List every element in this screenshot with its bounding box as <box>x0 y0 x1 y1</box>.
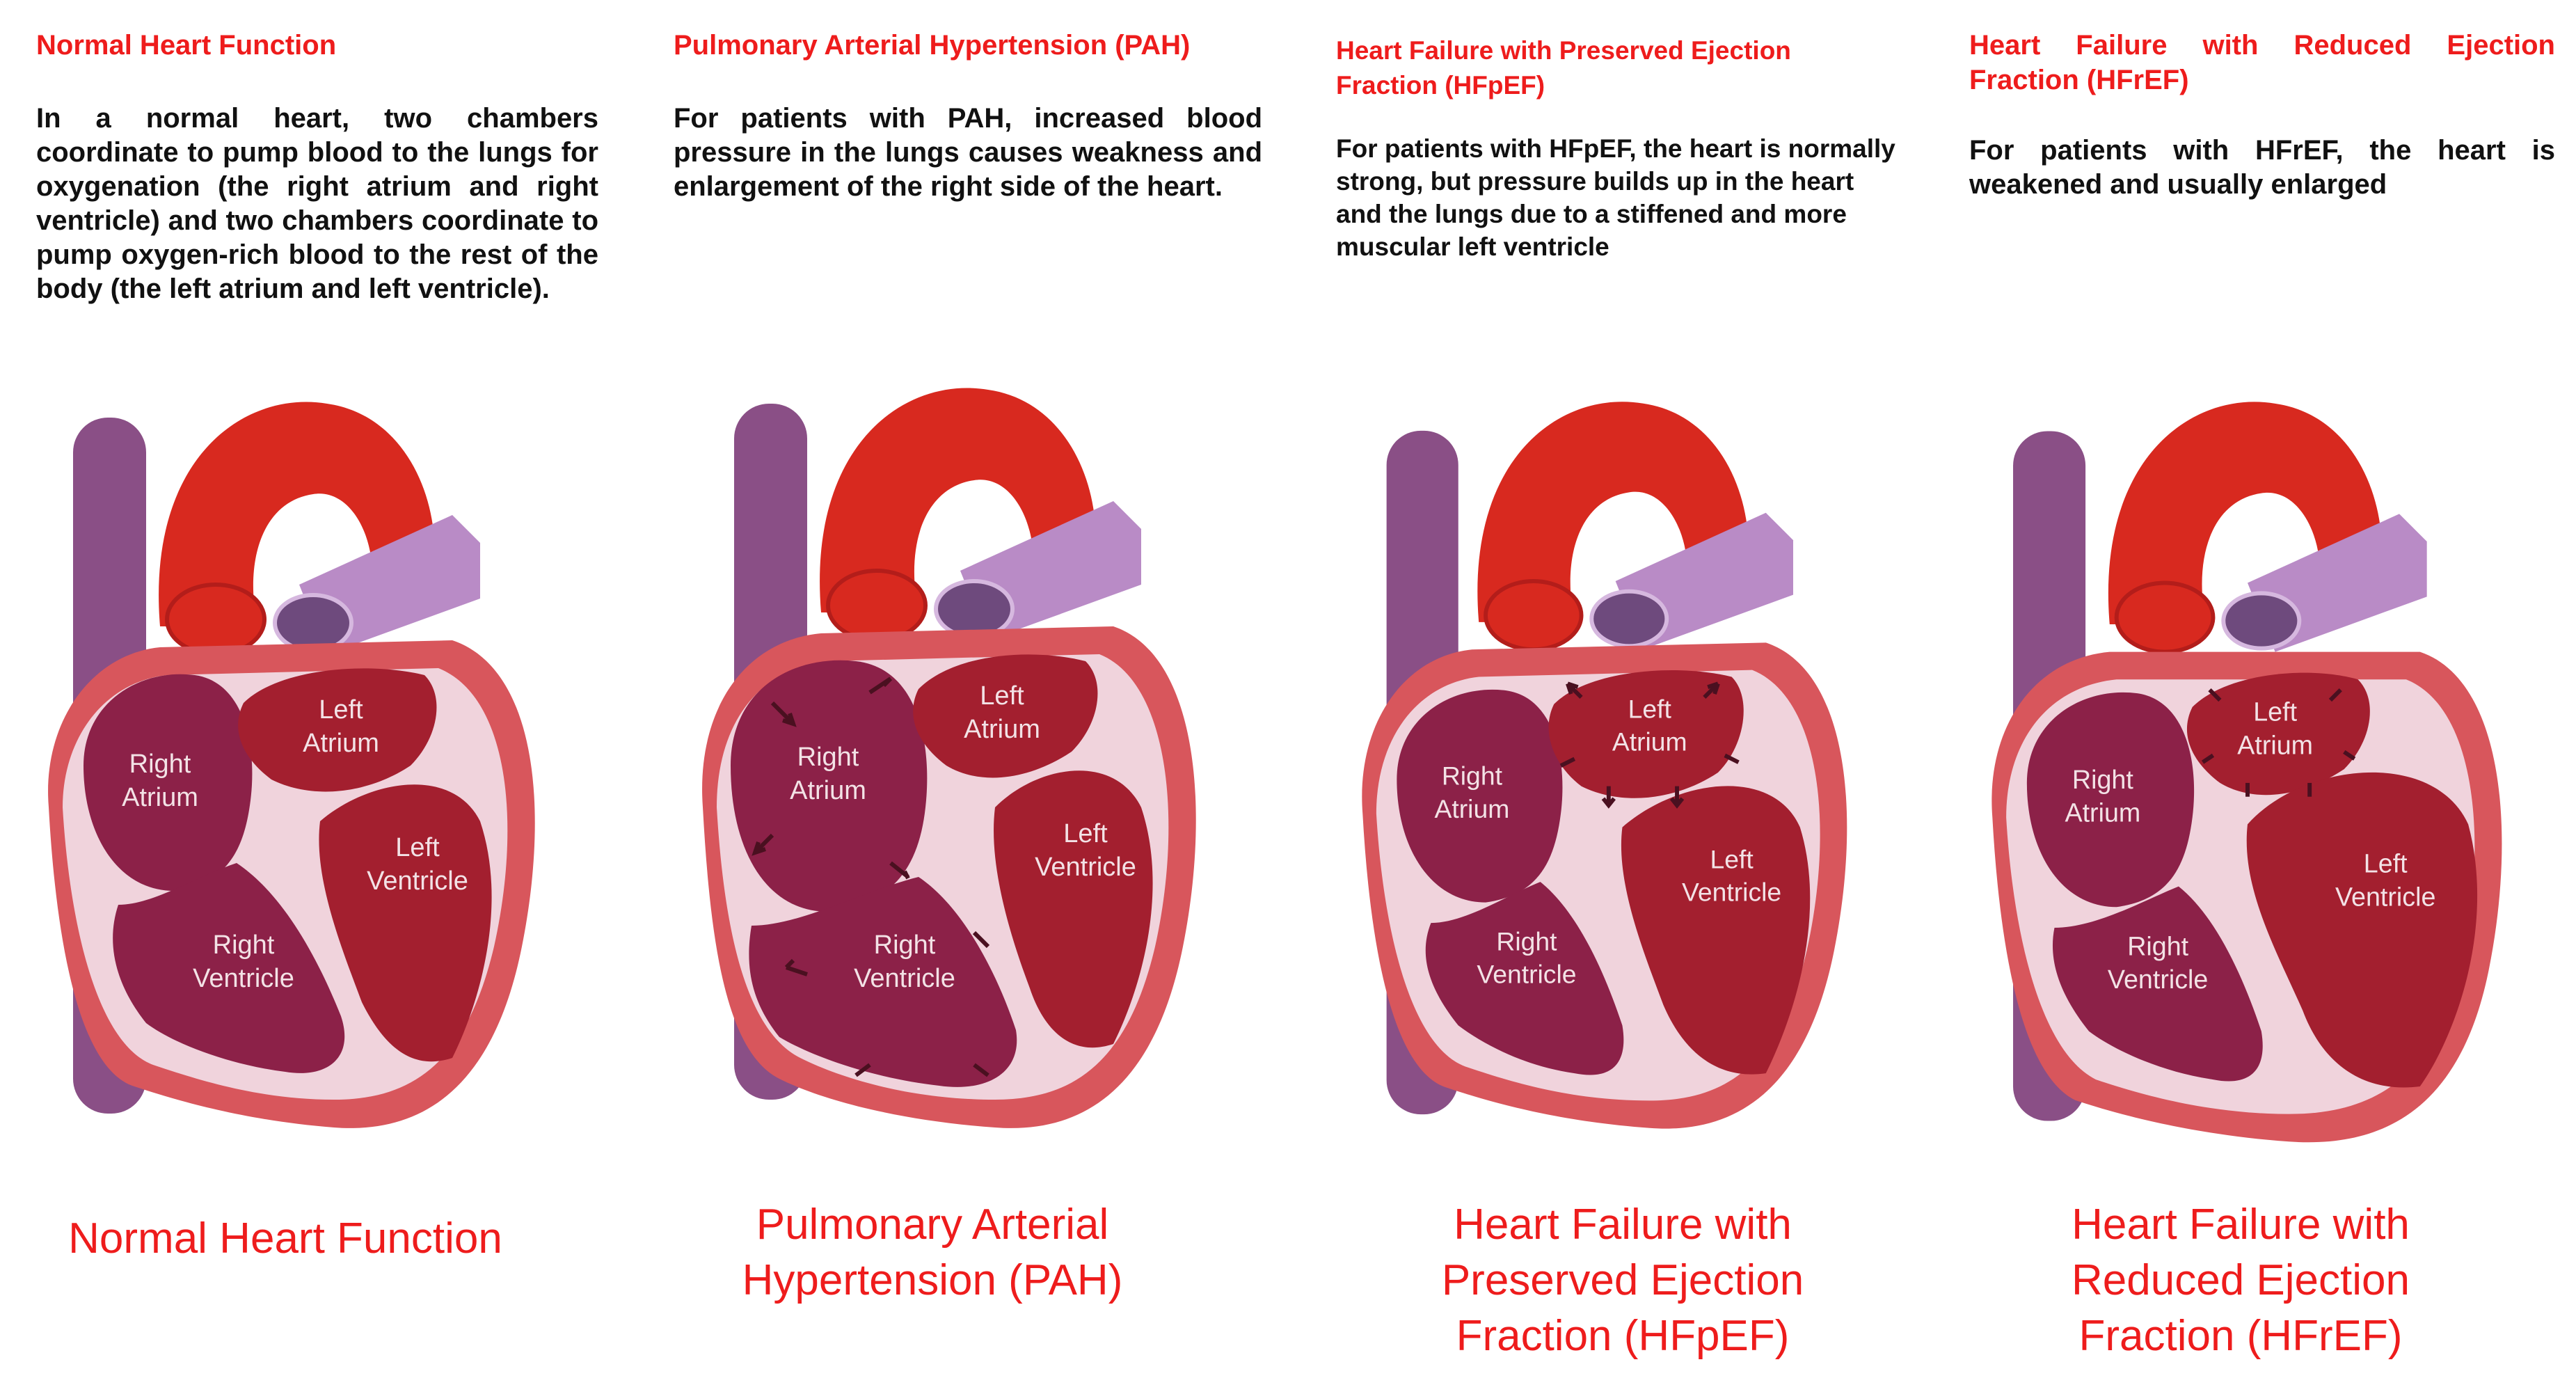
panel-caption: Normal Heart Function <box>28 1211 543 1267</box>
panel-title: Heart Failure with Reduced Ejection Frac… <box>1969 30 2555 95</box>
panel-normal: Normal Heart Function In a normal heart,… <box>0 0 626 1385</box>
caption-line: Fraction (HFrEF) <box>2078 1312 2403 1360</box>
caption-line: Normal Heart Function <box>68 1214 502 1263</box>
panel-hfref: Heart Failure with Reduced Ejection Frac… <box>1969 0 2576 1385</box>
panel-caption: Pulmonary Arterial Hypertension (PAH) <box>668 1197 1197 1308</box>
right-atrium-shape <box>84 674 253 891</box>
caption-line: Reduced Ejection <box>2072 1256 2410 1304</box>
right-ventricle-shape <box>113 863 345 1073</box>
panel-caption: Heart Failure with Preserved Ejection Fr… <box>1344 1197 1901 1364</box>
panel-caption: Heart Failure with Reduced Ejection Frac… <box>1969 1197 2512 1364</box>
caption-line: Preserved Ejection <box>1441 1256 1804 1304</box>
panel-pah: Pulmonary Arterial Hypertension (PAH) Fo… <box>668 0 1294 1385</box>
caption-line: Hypertension (PAH) <box>742 1256 1123 1304</box>
panel-title: Pulmonary Arterial Hypertension (PAH) <box>674 30 1191 61</box>
panel-description: For patients with PAH, increased blood p… <box>674 103 1262 202</box>
panel-hfpef: Heart Failure with Preserved Ejection Fr… <box>1330 0 1957 1385</box>
caption-line: Heart Failure with <box>2072 1201 2410 1249</box>
panel-description: In a normal heart, two chambers coordina… <box>36 103 598 304</box>
panel-description: For patients with HFpEF, the heart is no… <box>1336 134 1895 261</box>
left-atrium-shape <box>238 668 437 792</box>
caption-line: Fraction (HFpEF) <box>1456 1312 1790 1360</box>
left-ventricle-shape <box>319 784 492 1062</box>
panel-title: Normal Heart Function <box>36 30 337 61</box>
caption-line: Pulmonary Arterial <box>756 1201 1109 1249</box>
caption-line: Heart Failure with <box>1454 1201 1792 1249</box>
panel-title: Heart Failure with Preserved Ejection Fr… <box>1336 36 1791 100</box>
panel-description: For patients with HFrEF, the heart is we… <box>1969 135 2555 200</box>
aorta-shape <box>159 402 435 626</box>
